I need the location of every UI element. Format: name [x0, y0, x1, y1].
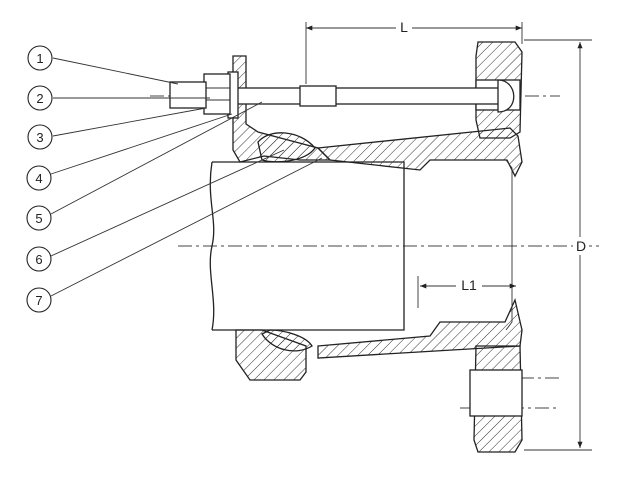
gasket-lower	[261, 329, 313, 352]
body-lower-wall	[317, 297, 523, 359]
hex-nut	[203, 73, 231, 115]
callout-2: 2	[27, 85, 53, 111]
dimension-l1-label: L1	[461, 277, 477, 293]
callout-6-label: 6	[35, 252, 42, 267]
callout-2-label: 2	[36, 91, 43, 106]
dimension-d-label: D	[576, 238, 586, 254]
flange-lower-bolt-hole	[469, 369, 523, 417]
dimension-l-label: L	[400, 19, 408, 35]
callout-3: 3	[27, 124, 53, 150]
bolt-threaded-end	[169, 81, 207, 109]
callout-3-label: 3	[36, 130, 43, 145]
callout-7-label: 7	[35, 293, 42, 308]
callout-5: 5	[26, 205, 52, 231]
callout-5-label: 5	[35, 211, 42, 226]
gasket-upper	[257, 132, 316, 163]
dimension-d: D	[524, 39, 592, 451]
leader-lines	[50, 57, 323, 297]
pipe-spigot	[209, 161, 405, 331]
tee-bolt	[235, 79, 515, 113]
dimension-l1: L1	[417, 276, 516, 308]
callout-1: 1	[27, 45, 53, 71]
callout-4-label: 4	[35, 171, 42, 186]
dimension-l: L	[305, 18, 523, 84]
callout-7: 7	[26, 287, 52, 313]
callout-6: 6	[26, 246, 52, 272]
callout-1-label: 1	[36, 51, 43, 66]
callout-4: 4	[26, 165, 52, 191]
flange-face	[505, 159, 513, 331]
